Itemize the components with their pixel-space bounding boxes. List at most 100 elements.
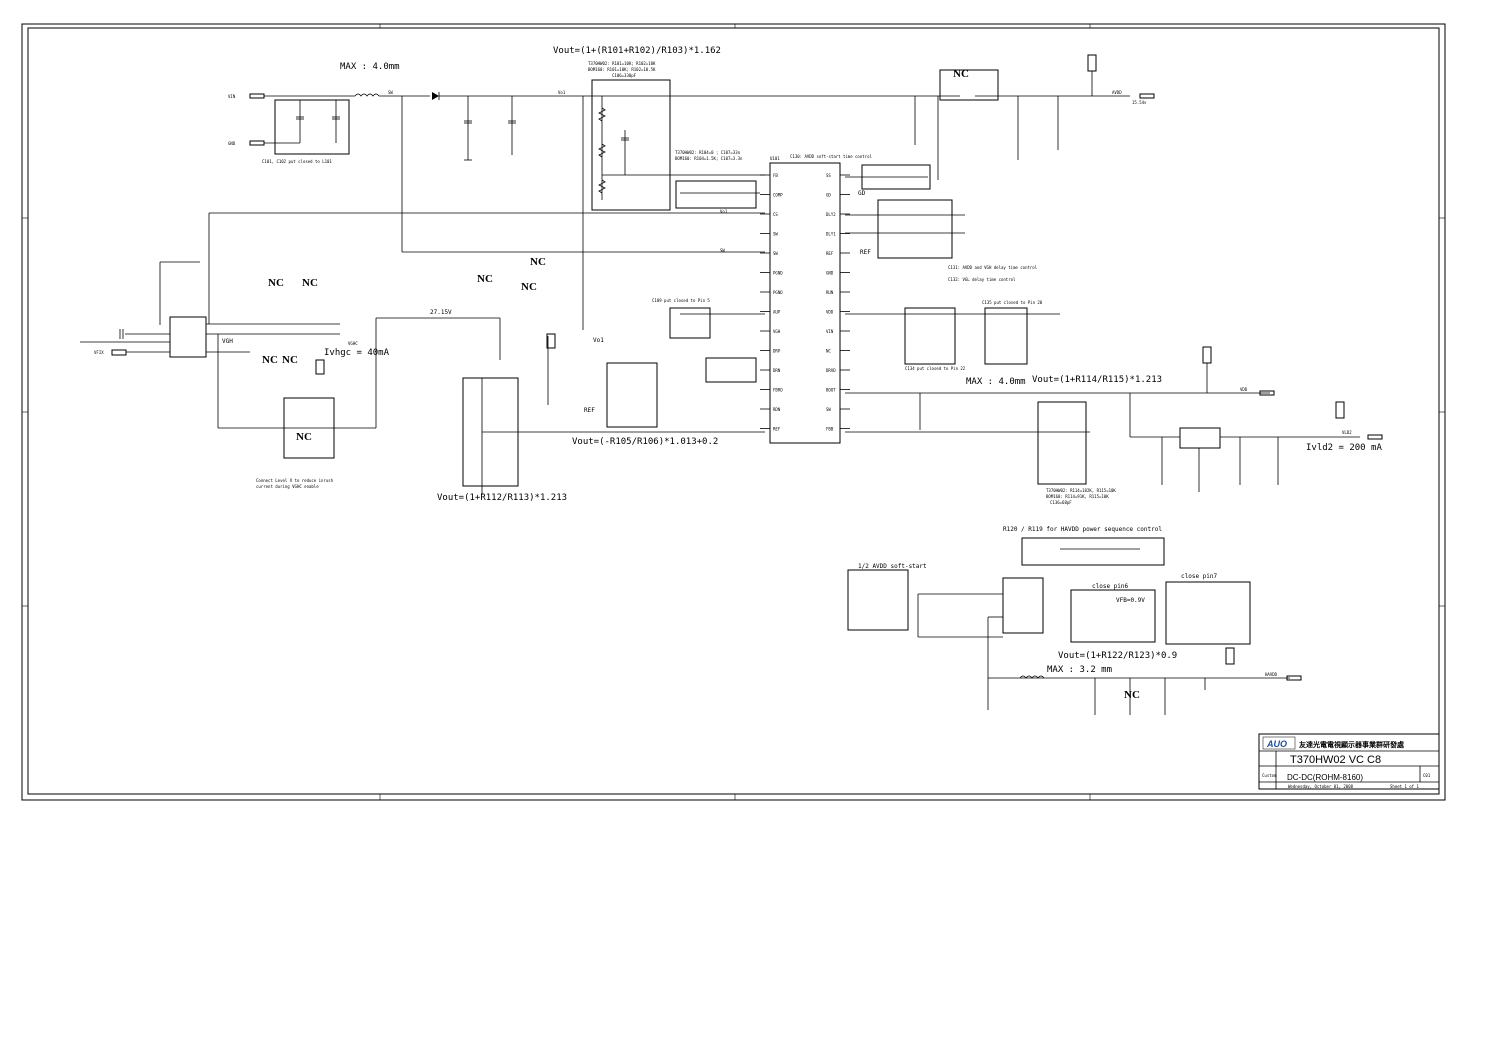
nc-label-d2: NC	[521, 281, 537, 293]
nc-label-q101: NC	[953, 68, 969, 80]
u101-pin-label: GD	[826, 193, 831, 198]
svg-text:T370HW02: R101=10K; R102=10K: T370HW02: R101=10K; R102=10K	[588, 61, 656, 66]
softstart-box	[847, 569, 909, 631]
c101-note: C101, C102 put closed to L101	[262, 159, 332, 164]
u101-pin-label: VGH	[773, 329, 781, 334]
company-cn: 友達光電電視顯示器事業群研發處	[1298, 740, 1405, 749]
u101-pin-label: REF	[826, 251, 834, 256]
u101-pin-label: COMP	[773, 193, 783, 198]
u101-pin-label: RUN	[826, 290, 834, 295]
u101-pin-label: FBRO	[773, 388, 783, 393]
ic-u101: U101 FBCOMPCSSWSWPGNDPGNDAUPVGHDRPDRNFBR…	[675, 68, 1059, 444]
softstart-label: 1/2 AVDD soft-start	[858, 563, 927, 570]
svg-text:T370HW02: R114=182K, R115=10K: T370HW02: R114=182K, R115=10K	[1046, 488, 1116, 493]
svg-text:close pin7: close pin7	[1181, 573, 1218, 580]
svg-text:AVDD: AVDD	[1112, 90, 1122, 95]
auo-logo	[1262, 736, 1296, 750]
avdd-connector	[1139, 93, 1155, 99]
svg-text:VGH: VGH	[222, 338, 233, 345]
svg-text:VLD2: VLD2	[1342, 430, 1352, 435]
svg-text:C109 put closed to Pin 5: C109 put closed to Pin 5	[652, 298, 710, 303]
company-logo-text: AUO	[1266, 739, 1287, 749]
vfix-connector	[111, 349, 127, 356]
fb-resistor-box	[591, 79, 671, 211]
nc-label-r2: NC	[302, 277, 318, 289]
q101-box	[939, 69, 999, 101]
u101-pin-label: DRN	[773, 368, 781, 373]
svg-text:Vo1: Vo1	[720, 209, 728, 214]
vld2-testpoint	[1335, 401, 1345, 419]
formula-2: Vout=(-R105/R106)*1.013+0.2	[572, 437, 718, 447]
ref-label-top: REF	[860, 249, 871, 256]
nc-label-c1: NC	[262, 354, 278, 366]
nc-label-d1: NC	[477, 273, 493, 285]
u101-pin-label: VIN	[826, 329, 834, 334]
c131-c132-box	[877, 199, 953, 259]
formula-1: Vout=(1+(R101+R102)/R103)*1.162	[553, 46, 721, 56]
r120-box	[1021, 537, 1165, 566]
doc-title: DC-DC(ROHM-8160)	[1287, 773, 1363, 782]
c130-note: C130: AVDD soft-start time control	[790, 154, 872, 159]
u103-body	[1179, 427, 1221, 449]
svg-text:VGHC: VGHC	[348, 341, 358, 346]
r114-r115-box	[1037, 401, 1087, 485]
svg-text:VDD: VDD	[1240, 387, 1248, 392]
svg-text:U101: U101	[770, 156, 780, 161]
max-label-1: MAX : 4.0mm	[340, 62, 400, 72]
u101-pin-label: VDD	[826, 310, 834, 315]
havdd-testpoint	[1225, 647, 1235, 665]
outer-frame	[21, 23, 1446, 801]
svg-text:BOM160: R101=10K; R102=10.5K: BOM160: R101=10K; R102=10.5K	[588, 67, 656, 72]
c134-box	[904, 307, 956, 365]
c135-box	[984, 307, 1028, 365]
svg-text:HAVDD: HAVDD	[1265, 672, 1278, 677]
r112-r113-box	[462, 377, 519, 487]
titleblock-frame	[1258, 733, 1440, 790]
u101-pin-label: REF	[773, 427, 781, 432]
svg-text:SW: SW	[720, 248, 725, 253]
svg-text:Sheet 1 of 1: Sheet 1 of 1	[1390, 784, 1419, 789]
vin-connector	[249, 93, 265, 99]
v27-label: 27.15V	[430, 309, 452, 316]
svg-text:C01: C01	[1423, 773, 1431, 778]
nc-label-c139: NC	[1124, 689, 1140, 701]
u102-body	[169, 316, 207, 358]
u101-body	[769, 162, 841, 444]
svg-text:GND: GND	[228, 141, 236, 146]
u101-left-pins: FBCOMPCSSWSWPGNDPGNDAUPVGHDRPDRNFBRORDNR…	[760, 173, 783, 432]
gd-label: GD	[858, 190, 866, 197]
l101-inductor	[354, 93, 380, 97]
havdd-connector	[1286, 675, 1302, 681]
c109-box	[669, 307, 711, 339]
signal-wires	[159, 96, 1090, 433]
u101-pin-label: SS	[826, 173, 831, 178]
u101-pin-label: RDN	[773, 407, 781, 412]
c111-box	[705, 357, 757, 383]
svg-text:C134 put closed to Pin 22: C134 put closed to Pin 22	[905, 366, 966, 371]
vld2-connector	[1367, 434, 1383, 440]
svg-text:Connect Level V to reduce inru: Connect Level V to reduce inrush	[256, 478, 334, 483]
pin6-box	[1070, 589, 1156, 643]
inner-frame	[27, 27, 1440, 795]
svg-text:C131: AVDD and VGH delay time: C131: AVDD and VGH delay time control	[948, 265, 1038, 270]
fb-network: Vout=(1+(R101+R102)/R103)*1.162 T370HW02…	[553, 46, 765, 211]
u101-pin-label: DLY2	[826, 212, 836, 217]
input-rail: VIN AVDD 15.54v MAX : 4.0mm Vo1 SW GND C…	[228, 54, 1155, 164]
gnd-connector	[249, 140, 265, 146]
vgh-controller: VFIX NC NC NC NC VGH Ivhgc = 40mA VGHC N…	[80, 277, 500, 489]
nc-label-r107: NC	[296, 431, 312, 443]
u101-pin-label: SW	[773, 232, 778, 237]
svg-text:C132: VGL delay time control: C132: VGL delay time control	[948, 277, 1016, 282]
svg-text:VFIX: VFIX	[94, 350, 104, 355]
nc-label-d3: NC	[530, 256, 546, 268]
u101-pin-label: PGND	[773, 290, 783, 295]
svg-text:Wednesday, October 01, 2008: Wednesday, October 01, 2008	[1288, 784, 1354, 789]
u101-pin-label: SW	[826, 407, 831, 412]
formula-3: Vout=(1+R112/R113)*1.213	[437, 493, 567, 503]
svg-text:C136=68pF: C136=68pF	[1050, 500, 1072, 505]
max-label-2: MAX : 4.0mm	[966, 377, 1026, 387]
svg-text:VFB=0.9V: VFB=0.9V	[1116, 597, 1145, 604]
r105-box	[606, 362, 658, 428]
avdd-testpoint	[1087, 54, 1097, 72]
comp-network-box	[675, 180, 757, 209]
